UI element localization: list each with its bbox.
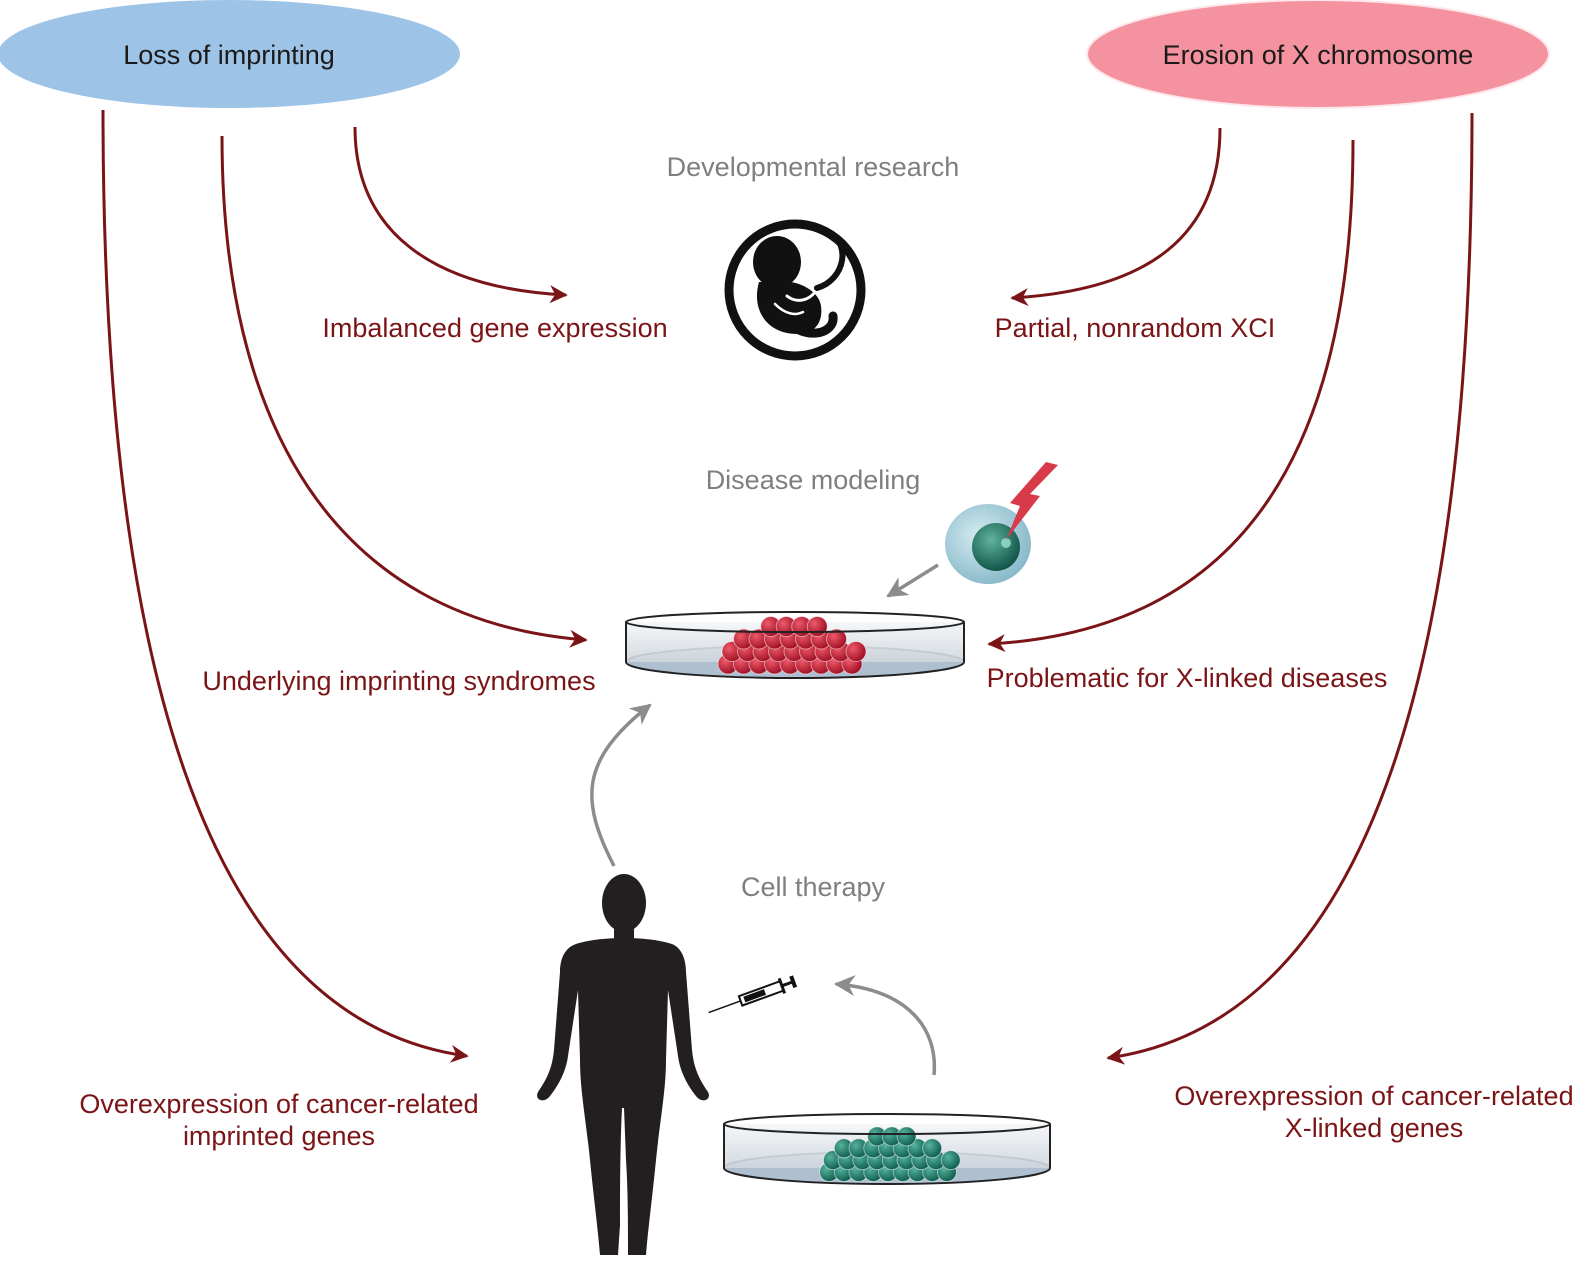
erosion-x-chromosome-label: Erosion of X chromosome <box>1163 40 1474 70</box>
cell-icon <box>945 504 1031 584</box>
erosion-x-chromosome-node: Erosion of X chromosome <box>1086 0 1550 109</box>
arrow-to-imbalanced-expression <box>353 126 568 304</box>
cancer-imprinted-label-line1: Overexpression of cancer-related <box>79 1089 478 1119</box>
arrow-cell-to-dish <box>886 563 939 598</box>
teal-cell <box>922 1138 943 1159</box>
red-cell <box>845 641 867 662</box>
cancer-xlinked-label-line2: X-linked genes <box>1285 1113 1464 1143</box>
loss-of-imprinting-node: Loss of imprinting <box>0 0 460 108</box>
arrow-to-partial-xci <box>1010 127 1222 307</box>
arrow-to-cancer-imprinted <box>101 109 469 1063</box>
red-cell <box>806 616 828 637</box>
syringe-icon <box>708 975 798 1014</box>
loss-of-imprinting-label: Loss of imprinting <box>123 40 335 70</box>
cancer-xlinked-label-line1: Overexpression of cancer-related <box>1174 1081 1573 1111</box>
petri-dish-red-cells <box>625 611 965 679</box>
arrow-dish-to-syringe <box>833 975 937 1076</box>
problematic-x-linked-diseases-label: Problematic for X-linked diseases <box>987 663 1388 693</box>
red-cell <box>826 628 847 650</box>
disease-modeling-heading: Disease modeling <box>706 465 921 495</box>
arrow-to-x-linked-diseases <box>987 139 1355 653</box>
teal-cell <box>940 1150 961 1171</box>
cancer-imprinted-label-line2: imprinted genes <box>183 1121 375 1151</box>
teal-cell <box>896 1126 917 1147</box>
lightning-icon <box>1006 462 1058 540</box>
arrow-to-imprinting-syndromes <box>220 135 588 648</box>
arrow-patient-to-dish <box>590 703 652 867</box>
petri-dish-teal-cells <box>723 1113 1051 1185</box>
cell-therapy-heading: Cell therapy <box>741 872 886 902</box>
developmental-research-heading: Developmental research <box>667 152 960 182</box>
human-silhouette <box>537 874 709 1255</box>
fetus-icon <box>724 219 866 361</box>
arrow-to-cancer-xlinked <box>1106 112 1474 1065</box>
underlying-imprinting-syndromes-label: Underlying imprinting syndromes <box>202 666 595 696</box>
partial-nonrandom-xci-label: Partial, nonrandom XCI <box>995 313 1276 343</box>
imbalanced-gene-expression-label: Imbalanced gene expression <box>322 313 667 343</box>
